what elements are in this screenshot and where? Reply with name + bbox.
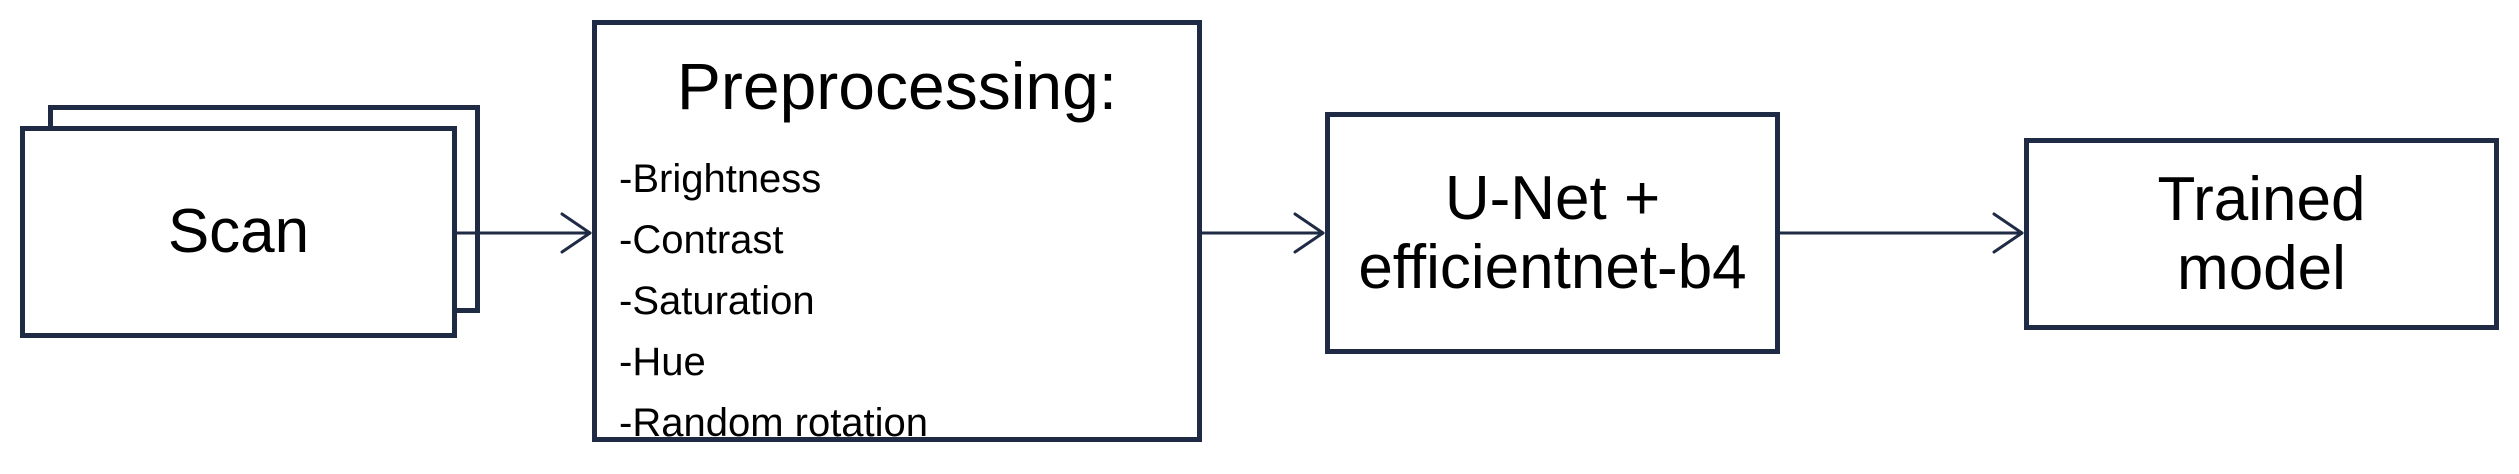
unet-label-line2: efficientnet-b4 <box>1358 233 1747 302</box>
preprocessing-item-random-rotation: -Random rotation <box>619 401 929 445</box>
preprocessing-item-brightness: -Brightness <box>619 157 822 201</box>
arrow-preprocessing-to-unet <box>1200 212 1325 254</box>
trained-model-label-line1: Trained <box>2157 164 2366 234</box>
trained-model-label-line2: model <box>2177 234 2346 303</box>
trained-model-box: Trained model <box>2024 138 2499 330</box>
preprocessing-box: Preprocessing: -Brightness -Contrast -Sa… <box>592 20 1202 445</box>
unet-label-line1: U-Net + <box>1444 163 1661 233</box>
arrow-unet-to-trained-model <box>1778 212 2024 254</box>
preprocessing-list: -Brightness -Contrast -Saturation -Hue -… <box>619 149 928 454</box>
scan-box: Scan <box>20 126 457 338</box>
scan-label: Scan <box>167 197 310 267</box>
preprocessing-item-hue: -Hue <box>619 340 706 384</box>
unet-box: U-Net + efficientnet-b4 <box>1325 112 1780 354</box>
preprocessing-title: Preprocessing: <box>676 49 1118 123</box>
preprocessing-item-contrast: -Contrast <box>619 218 784 262</box>
preprocessing-item-saturation: -Saturation <box>619 279 815 323</box>
